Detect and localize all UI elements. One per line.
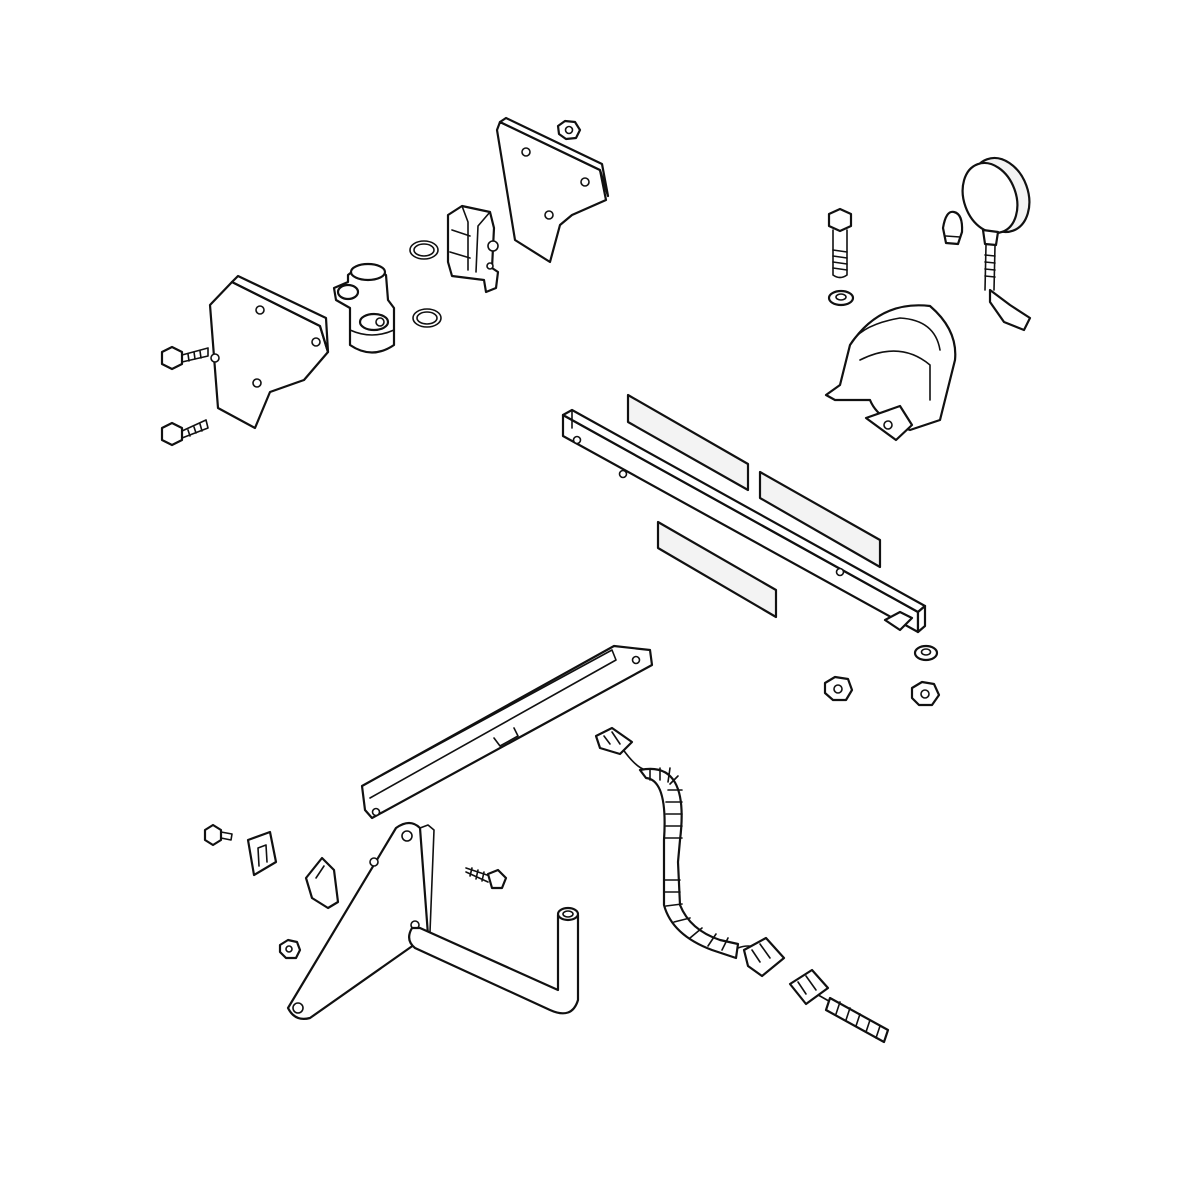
wood-screw-icon: [465, 867, 508, 890]
hex-bolt-icon: [203, 823, 233, 847]
hex-nut-icon: [556, 119, 582, 141]
saddle-clamp-icon: [824, 304, 957, 442]
mounting-bracket-right-icon: [495, 116, 610, 264]
long-bolt-icon: [827, 207, 853, 279]
o-ring-icon: [412, 308, 442, 328]
gauge-sensor-icon: [941, 210, 964, 246]
washer-icon: [827, 289, 855, 307]
washer-icon: [913, 644, 939, 662]
triangular-bracket-icon: [286, 821, 435, 1020]
mounting-bracket-left-icon: [208, 274, 330, 430]
wire-harness-icon: [621, 747, 835, 1005]
valve-clamp-icon: [446, 204, 500, 294]
tube-handle-icon: [408, 906, 580, 1015]
adhesive-pad-icon: [758, 470, 882, 569]
valve-body-icon: [332, 262, 396, 354]
adhesive-pad-icon: [656, 520, 778, 619]
connector-plug-icon: [742, 936, 786, 978]
connector-plug-icon: [788, 968, 830, 1006]
wire-harness-icon: [824, 996, 890, 1044]
hex-bolt-icon: [160, 345, 209, 371]
hex-nut-icon: [278, 938, 302, 960]
pressure-gauge-icon: [961, 156, 1032, 332]
hex-bolt-icon: [160, 419, 209, 447]
valve-clamp-icon: [304, 856, 340, 910]
adhesive-pad-icon: [626, 393, 750, 492]
angle-rail-icon: [360, 644, 654, 820]
hex-nut-icon: [823, 675, 854, 702]
o-ring-icon: [409, 240, 439, 260]
channel-rail-icon: [561, 408, 927, 634]
hex-nut-icon: [910, 680, 941, 707]
spring-clip-icon: [246, 830, 278, 877]
connector-plug-icon: [594, 726, 634, 756]
